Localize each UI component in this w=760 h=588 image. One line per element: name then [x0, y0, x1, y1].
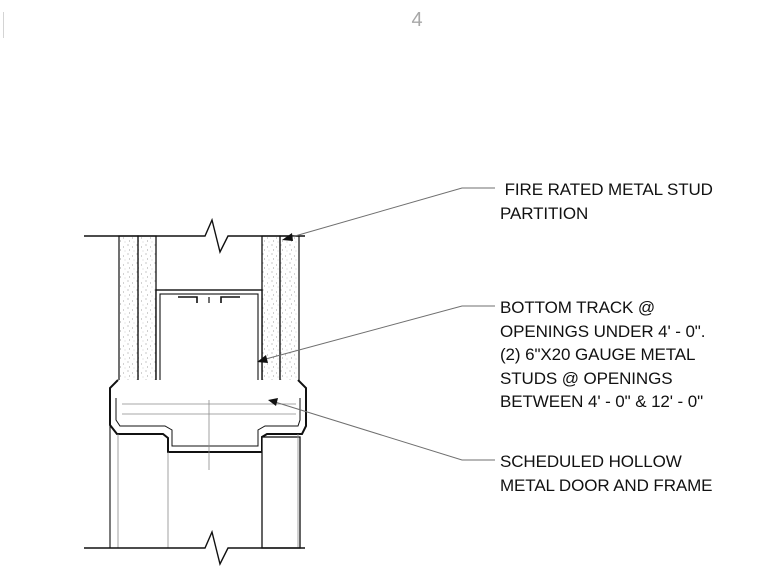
- gypsum-board-left-inner: [137, 235, 157, 391]
- gypsum-board-right: [279, 235, 300, 391]
- bottom-break-line: [84, 529, 305, 567]
- stud-lip-top-left: [178, 296, 198, 303]
- callout-fire-rated-partition: FIRE RATED METAL STUD PARTITION: [500, 178, 713, 225]
- callout-hollow-metal-frame: SCHEDULED HOLLOW METAL DOOR AND FRAME: [500, 450, 713, 497]
- callout-line: METAL DOOR AND FRAME: [500, 475, 713, 495]
- callout-line: (2) 6"X20 GAUGE METAL: [500, 345, 696, 364]
- door-leaf: [261, 436, 301, 549]
- leader-1: [282, 187, 495, 241]
- callout-line: SCHEDULED HOLLOW: [500, 452, 682, 471]
- callout-line: STUDS @ OPENINGS: [500, 368, 673, 388]
- leader-3: [268, 398, 495, 461]
- callout-line: BOTTOM TRACK @: [500, 298, 656, 317]
- sheet-number: 4: [411, 9, 423, 31]
- stud-lip-top-right: [220, 296, 240, 303]
- hollow-metal-frame-inner: [115, 398, 301, 447]
- sheet-edge-mark: [3, 12, 4, 38]
- leader-2: [257, 305, 495, 363]
- top-break-line: [84, 217, 305, 255]
- gypsum-board-right-inner: [261, 235, 281, 391]
- callout-bottom-track: BOTTOM TRACK @ OPENINGS UNDER 4' - 0". (…: [500, 296, 705, 414]
- callout-line: OPENINGS UNDER 4' - 0".: [500, 321, 706, 341]
- callout-line: BETWEEN 4' - 0" & 12' - 0": [500, 392, 704, 411]
- hollow-metal-frame: [109, 379, 307, 453]
- gypsum-board-left: [118, 235, 139, 391]
- callout-line: PARTITION: [500, 203, 589, 223]
- callout-line: FIRE RATED METAL STUD: [500, 180, 713, 199]
